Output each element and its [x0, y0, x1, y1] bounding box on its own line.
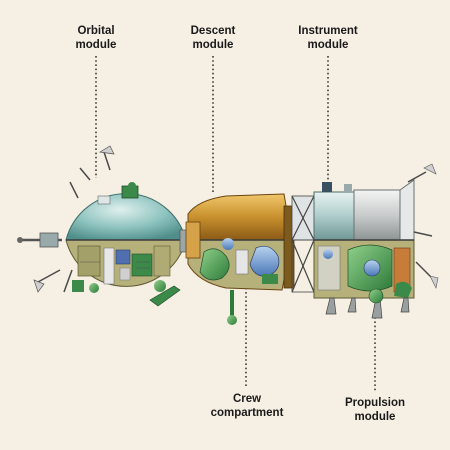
- orbital-module-label: Orbital module: [36, 24, 156, 52]
- crew-compartment-label-line1: Crew: [232, 393, 262, 405]
- orbital-module-drawing: [17, 145, 189, 307]
- leader-lines: [95, 56, 376, 392]
- descent-module-drawing: [185, 193, 295, 325]
- propulsion-module-label-line1: Propulsion: [344, 397, 406, 409]
- instrument-module-drawing: [291, 163, 439, 319]
- descent-module-label: Descent module: [153, 24, 273, 52]
- orbital-module-label-line2: module: [75, 39, 117, 51]
- crew-compartment-label: Crew compartment: [187, 392, 307, 420]
- crew-compartment-label-line2: compartment: [210, 407, 284, 419]
- propulsion-module-label: Propulsion module: [315, 396, 435, 424]
- descent-module-label-line1: Descent: [190, 25, 236, 37]
- propulsion-module-label-line2: module: [354, 411, 396, 423]
- instrument-module-label: Instrument module: [268, 24, 388, 52]
- instrument-module-label-line1: Instrument: [298, 25, 358, 37]
- descent-module-label-line2: module: [192, 39, 234, 51]
- orbital-module-label-line1: Orbital: [77, 25, 115, 37]
- instrument-module-label-line2: module: [307, 39, 349, 51]
